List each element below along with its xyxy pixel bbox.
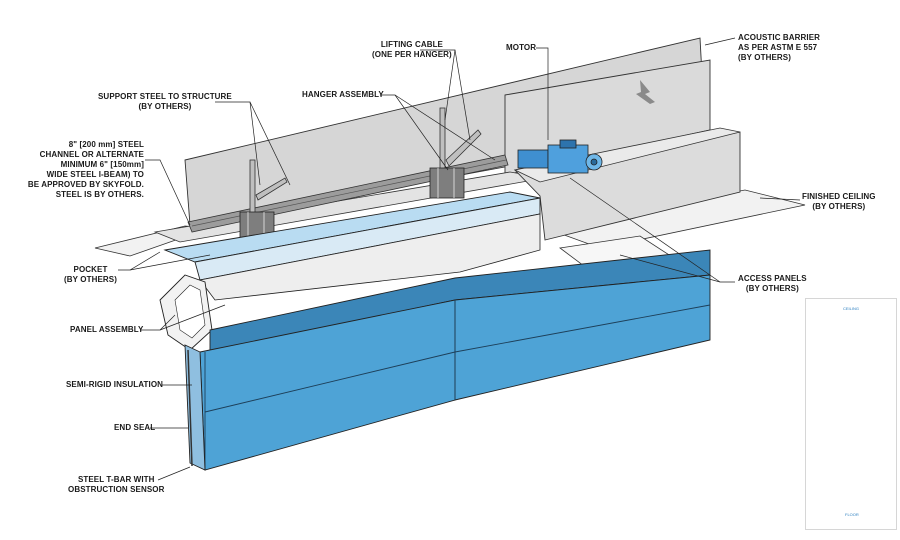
label-steel-channel-line1: 8" [200 mm] STEEL <box>68 140 144 149</box>
label-lifting-cable-line2: (ONE PER HANGER) <box>372 50 452 59</box>
label-support-steel: SUPPORT STEEL TO STRUCTURE (BY OTHERS) <box>98 92 232 112</box>
label-acoustic-barrier-line3: (BY OTHERS) <box>738 53 791 62</box>
label-support-steel-line2: (BY OTHERS) <box>138 102 192 111</box>
label-steel-tbar: STEEL T-BAR WITH OBSTRUCTION SENSOR <box>68 475 164 495</box>
label-access-panels-line2: (BY OTHERS) <box>745 284 799 293</box>
label-pocket-line1: POCKET <box>73 265 108 274</box>
label-access-panels-line1: ACCESS PANELS <box>738 274 807 283</box>
label-pocket: POCKET (BY OTHERS) <box>64 265 117 285</box>
t-bar <box>187 349 193 467</box>
label-access-panels: ACCESS PANELS (BY OTHERS) <box>738 274 807 294</box>
label-finished-ceiling-line1: FINISHED CEILING <box>802 192 876 201</box>
label-panel-assembly-line1: PANEL ASSEMBLY <box>70 325 144 334</box>
end-seal-strip <box>184 344 206 471</box>
label-pocket-line2: (BY OTHERS) <box>64 275 117 284</box>
inset-top-tag: CEILING <box>843 306 860 311</box>
panel-seams <box>204 300 711 470</box>
label-steel-channel-line5: BE APPROVED BY SKYFOLD. <box>27 180 144 189</box>
label-finished-ceiling: FINISHED CEILING (BY OTHERS) <box>802 192 876 212</box>
label-steel-channel-line3: MINIMUM 6" [150mm] <box>60 160 144 169</box>
inset-section-panel <box>805 298 897 530</box>
support-posts <box>249 107 482 221</box>
label-hanger-assembly: HANGER ASSEMBLY <box>302 90 384 100</box>
label-motor-line1: MOTOR <box>506 43 537 52</box>
motor <box>517 139 603 174</box>
leader-lines <box>118 37 801 481</box>
label-lifting-cable-line1: LIFTING CABLE <box>380 40 443 49</box>
label-acoustic-barrier-line1: ACOUSTIC BARRIER <box>738 33 821 42</box>
label-steel-channel: 8" [200 mm] STEEL CHANNEL OR ALTERNATE M… <box>22 140 144 200</box>
label-finished-ceiling-line2: (BY OTHERS) <box>812 202 866 211</box>
label-steel-tbar-line1: STEEL T-BAR WITH <box>77 475 155 484</box>
label-support-steel-line1: SUPPORT STEEL TO STRUCTURE <box>98 92 232 101</box>
label-motor: MOTOR <box>506 43 536 53</box>
label-steel-channel-line4: WIDE STEEL I-BEAM) TO <box>46 170 144 179</box>
label-semi-rigid-insulation-line1: SEMI-RIGID INSULATION <box>66 380 164 389</box>
label-semi-rigid-insulation: SEMI-RIGID INSULATION <box>66 380 163 390</box>
label-steel-tbar-line2: OBSTRUCTION SENSOR <box>68 485 165 494</box>
label-steel-channel-line6: STEEL IS BY OTHERS. <box>55 190 144 199</box>
pocket-fold-inner <box>174 284 206 339</box>
label-lifting-cable: LIFTING CABLE (ONE PER HANGER) <box>372 40 452 60</box>
folded-panel-lower <box>199 213 541 301</box>
label-hanger-assembly-line1: HANGER ASSEMBLY <box>302 90 384 99</box>
label-end-seal: END SEAL <box>114 423 155 433</box>
label-acoustic-barrier: ACOUSTIC BARRIER AS PER ASTM E 557 (BY O… <box>738 33 820 63</box>
label-acoustic-barrier-line2: AS PER ASTM E 557 <box>738 43 818 52</box>
label-steel-channel-line2: CHANNEL OR ALTERNATE <box>39 150 144 159</box>
inset-bottom-tag: FLOOR <box>845 512 859 517</box>
acoustic-barrier-arrow <box>636 80 655 104</box>
label-panel-assembly: PANEL ASSEMBLY <box>70 325 143 335</box>
label-end-seal-line1: END SEAL <box>114 423 156 432</box>
